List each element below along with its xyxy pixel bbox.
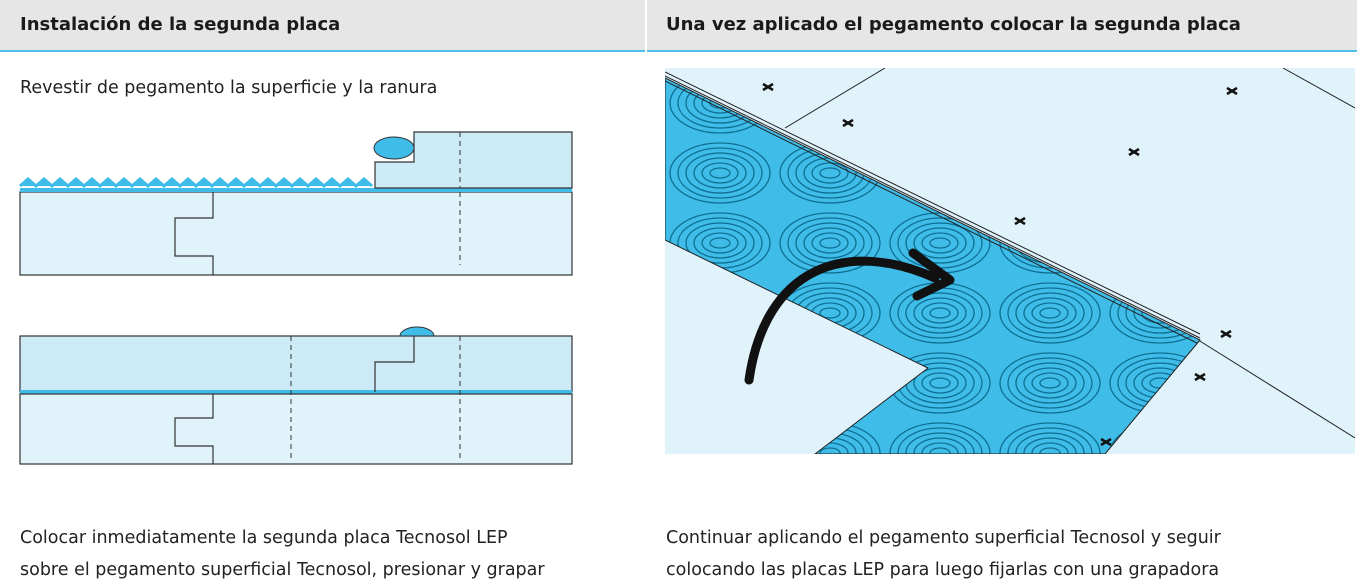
header-place-second-board: Una vez aplicado el pegamento colocar la…: [666, 14, 1241, 35]
instruction-line: sobre el pegamento superficial Tecnosol,…: [20, 560, 545, 580]
diagram-boards-isometric: [665, 68, 1355, 454]
column-divider: [645, 0, 647, 587]
arrow-curve-icon: [744, 256, 940, 385]
instruction-line: colocando las placas LEP para luego fija…: [666, 560, 1220, 580]
staple-mark-icon: [762, 82, 1238, 447]
header-installation-second-board: Instalación de la segunda placa: [20, 14, 341, 35]
table-header: Instalación de la segunda placa Una vez …: [0, 0, 1357, 52]
diagram-glue-applied: [19, 131, 573, 276]
instruction-line: Colocar inmediatamente la segunda placa …: [20, 528, 508, 548]
diagram-second-board-placed: [19, 326, 573, 465]
instruction-place-second-board: Colocar inmediatamente la segunda placa …: [20, 522, 640, 586]
instruction-apply-glue: Revestir de pegamento la superficie y la…: [20, 78, 438, 98]
instruction-continue-gluing: Continuar aplicando el pegamento superfi…: [666, 522, 1326, 586]
instruction-line: Continuar aplicando el pegamento superfi…: [666, 528, 1221, 548]
